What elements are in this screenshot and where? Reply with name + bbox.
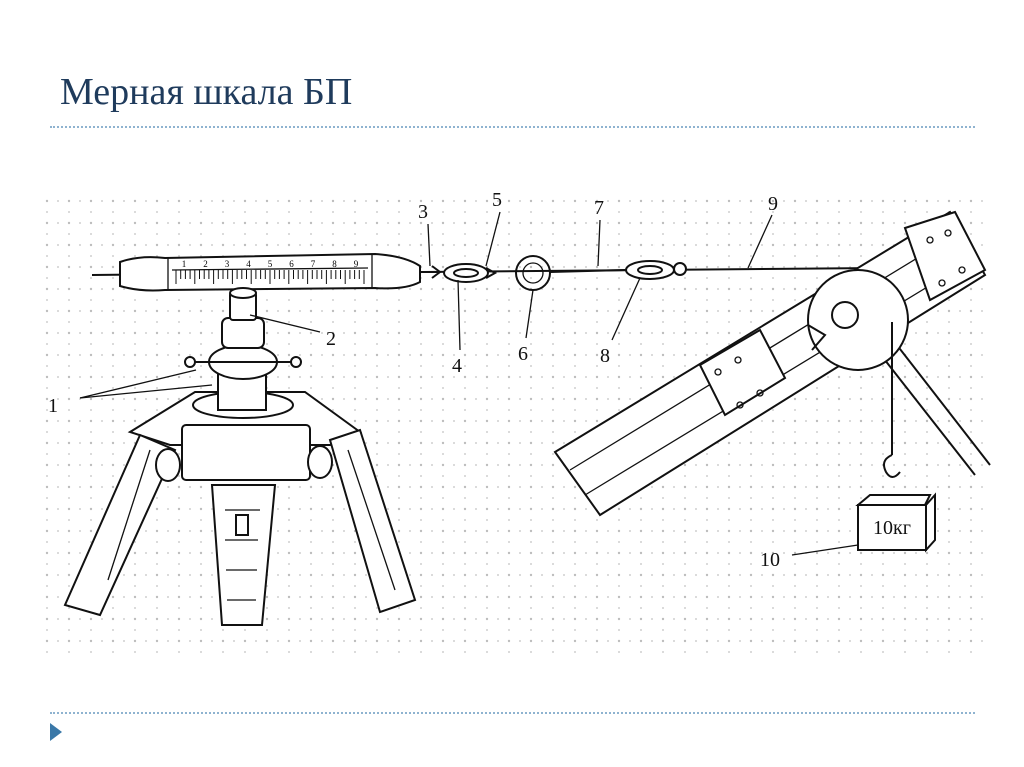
end-hook xyxy=(420,265,442,279)
callout-9: 9 xyxy=(768,193,778,215)
callout-10: 10 xyxy=(760,549,780,571)
wire-clip xyxy=(443,263,498,283)
callout-6: 6 xyxy=(518,343,528,365)
footer-divider xyxy=(50,712,975,714)
callout-5: 5 xyxy=(492,189,502,211)
weight-hook xyxy=(883,454,901,478)
scale-digit: 7 xyxy=(311,259,316,269)
scale-digit: 3 xyxy=(225,259,230,269)
title-divider xyxy=(50,126,975,128)
scale-digit: 8 xyxy=(332,259,337,269)
leader-lines xyxy=(79,211,859,556)
tripod xyxy=(63,391,417,626)
callout-8: 8 xyxy=(600,345,610,367)
callout-7: 7 xyxy=(594,197,604,219)
scale-digit: 5 xyxy=(268,259,273,269)
scale-digit: 1 xyxy=(182,259,187,269)
measuring-scale: 1 2 3 4 5 6 7 8 9 xyxy=(119,252,421,292)
pulley xyxy=(807,269,909,371)
scale-digit: 9 xyxy=(354,259,359,269)
scale-digit: 2 xyxy=(203,259,208,269)
centring-device xyxy=(184,287,302,419)
slide-title: Мерная шкала БП xyxy=(60,71,353,113)
weight: 10кг xyxy=(855,492,936,553)
callout-3: 3 xyxy=(418,201,428,223)
next-slide-arrow-icon[interactable] xyxy=(50,723,62,741)
tension-clip xyxy=(625,260,687,280)
scale-digit: 4 xyxy=(246,259,251,269)
tension-rod xyxy=(549,269,626,273)
callout-2: 2 xyxy=(326,328,336,350)
weight-label: 10кг xyxy=(873,517,911,539)
callout-1: 1 xyxy=(48,395,58,417)
callout-4: 4 xyxy=(452,355,462,377)
scale-digit: 6 xyxy=(289,259,294,269)
